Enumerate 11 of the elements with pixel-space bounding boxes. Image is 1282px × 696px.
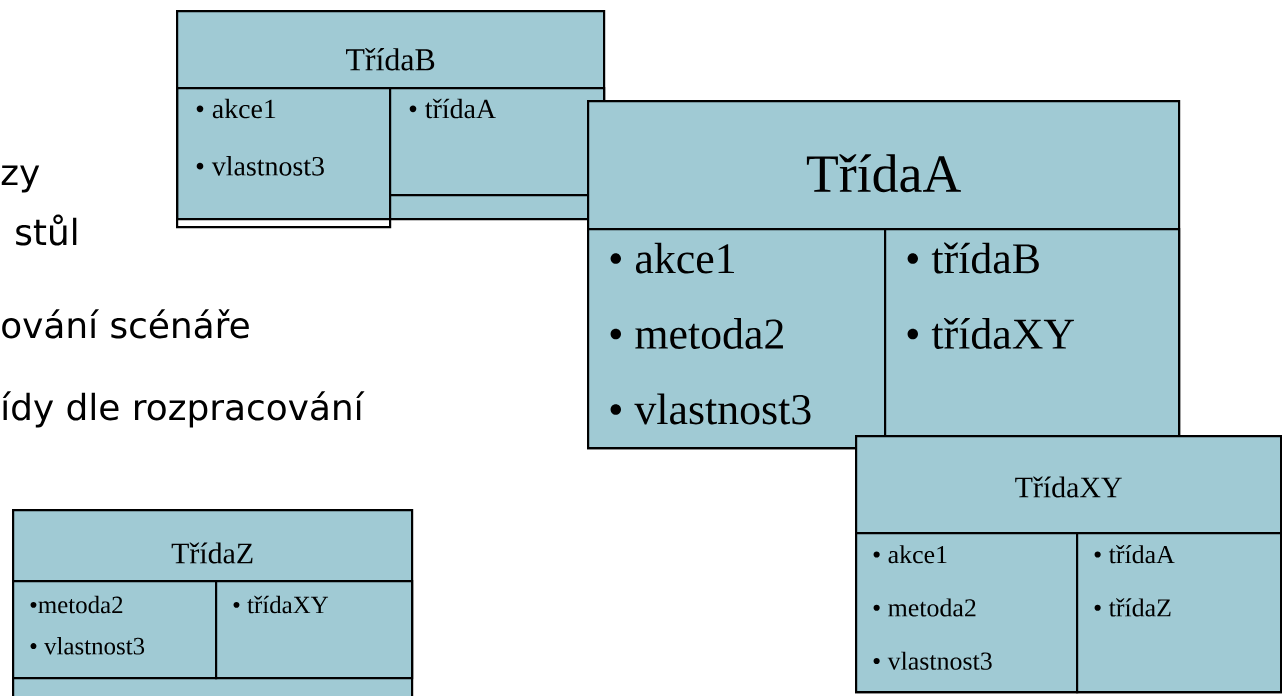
- collaborator-cell: • třídaA • třídaZ: [1076, 532, 1282, 694]
- responsibility-cell: •metoda2 • vlastnost3: [12, 580, 218, 680]
- bullet-text: stůl: [16, 214, 77, 246]
- collaborator-cell: • třídaB • třídaXY: [884, 228, 1181, 438]
- collaborator-cell: • třídaA: [389, 87, 606, 197]
- bullet-text: zy: [1, 165, 40, 193]
- responsibility-cell: • akce1 • metoda2 • vlastnost3: [855, 532, 1079, 694]
- collaborator-cell: • třídaXY: [215, 580, 414, 680]
- bullet-text: ídy dle rozpracování: [2, 391, 365, 428]
- bullet-text: ování scénáře: [2, 309, 249, 339]
- responsibility-cell: • akce1 • metoda2 • vlastnost3: [587, 228, 887, 450]
